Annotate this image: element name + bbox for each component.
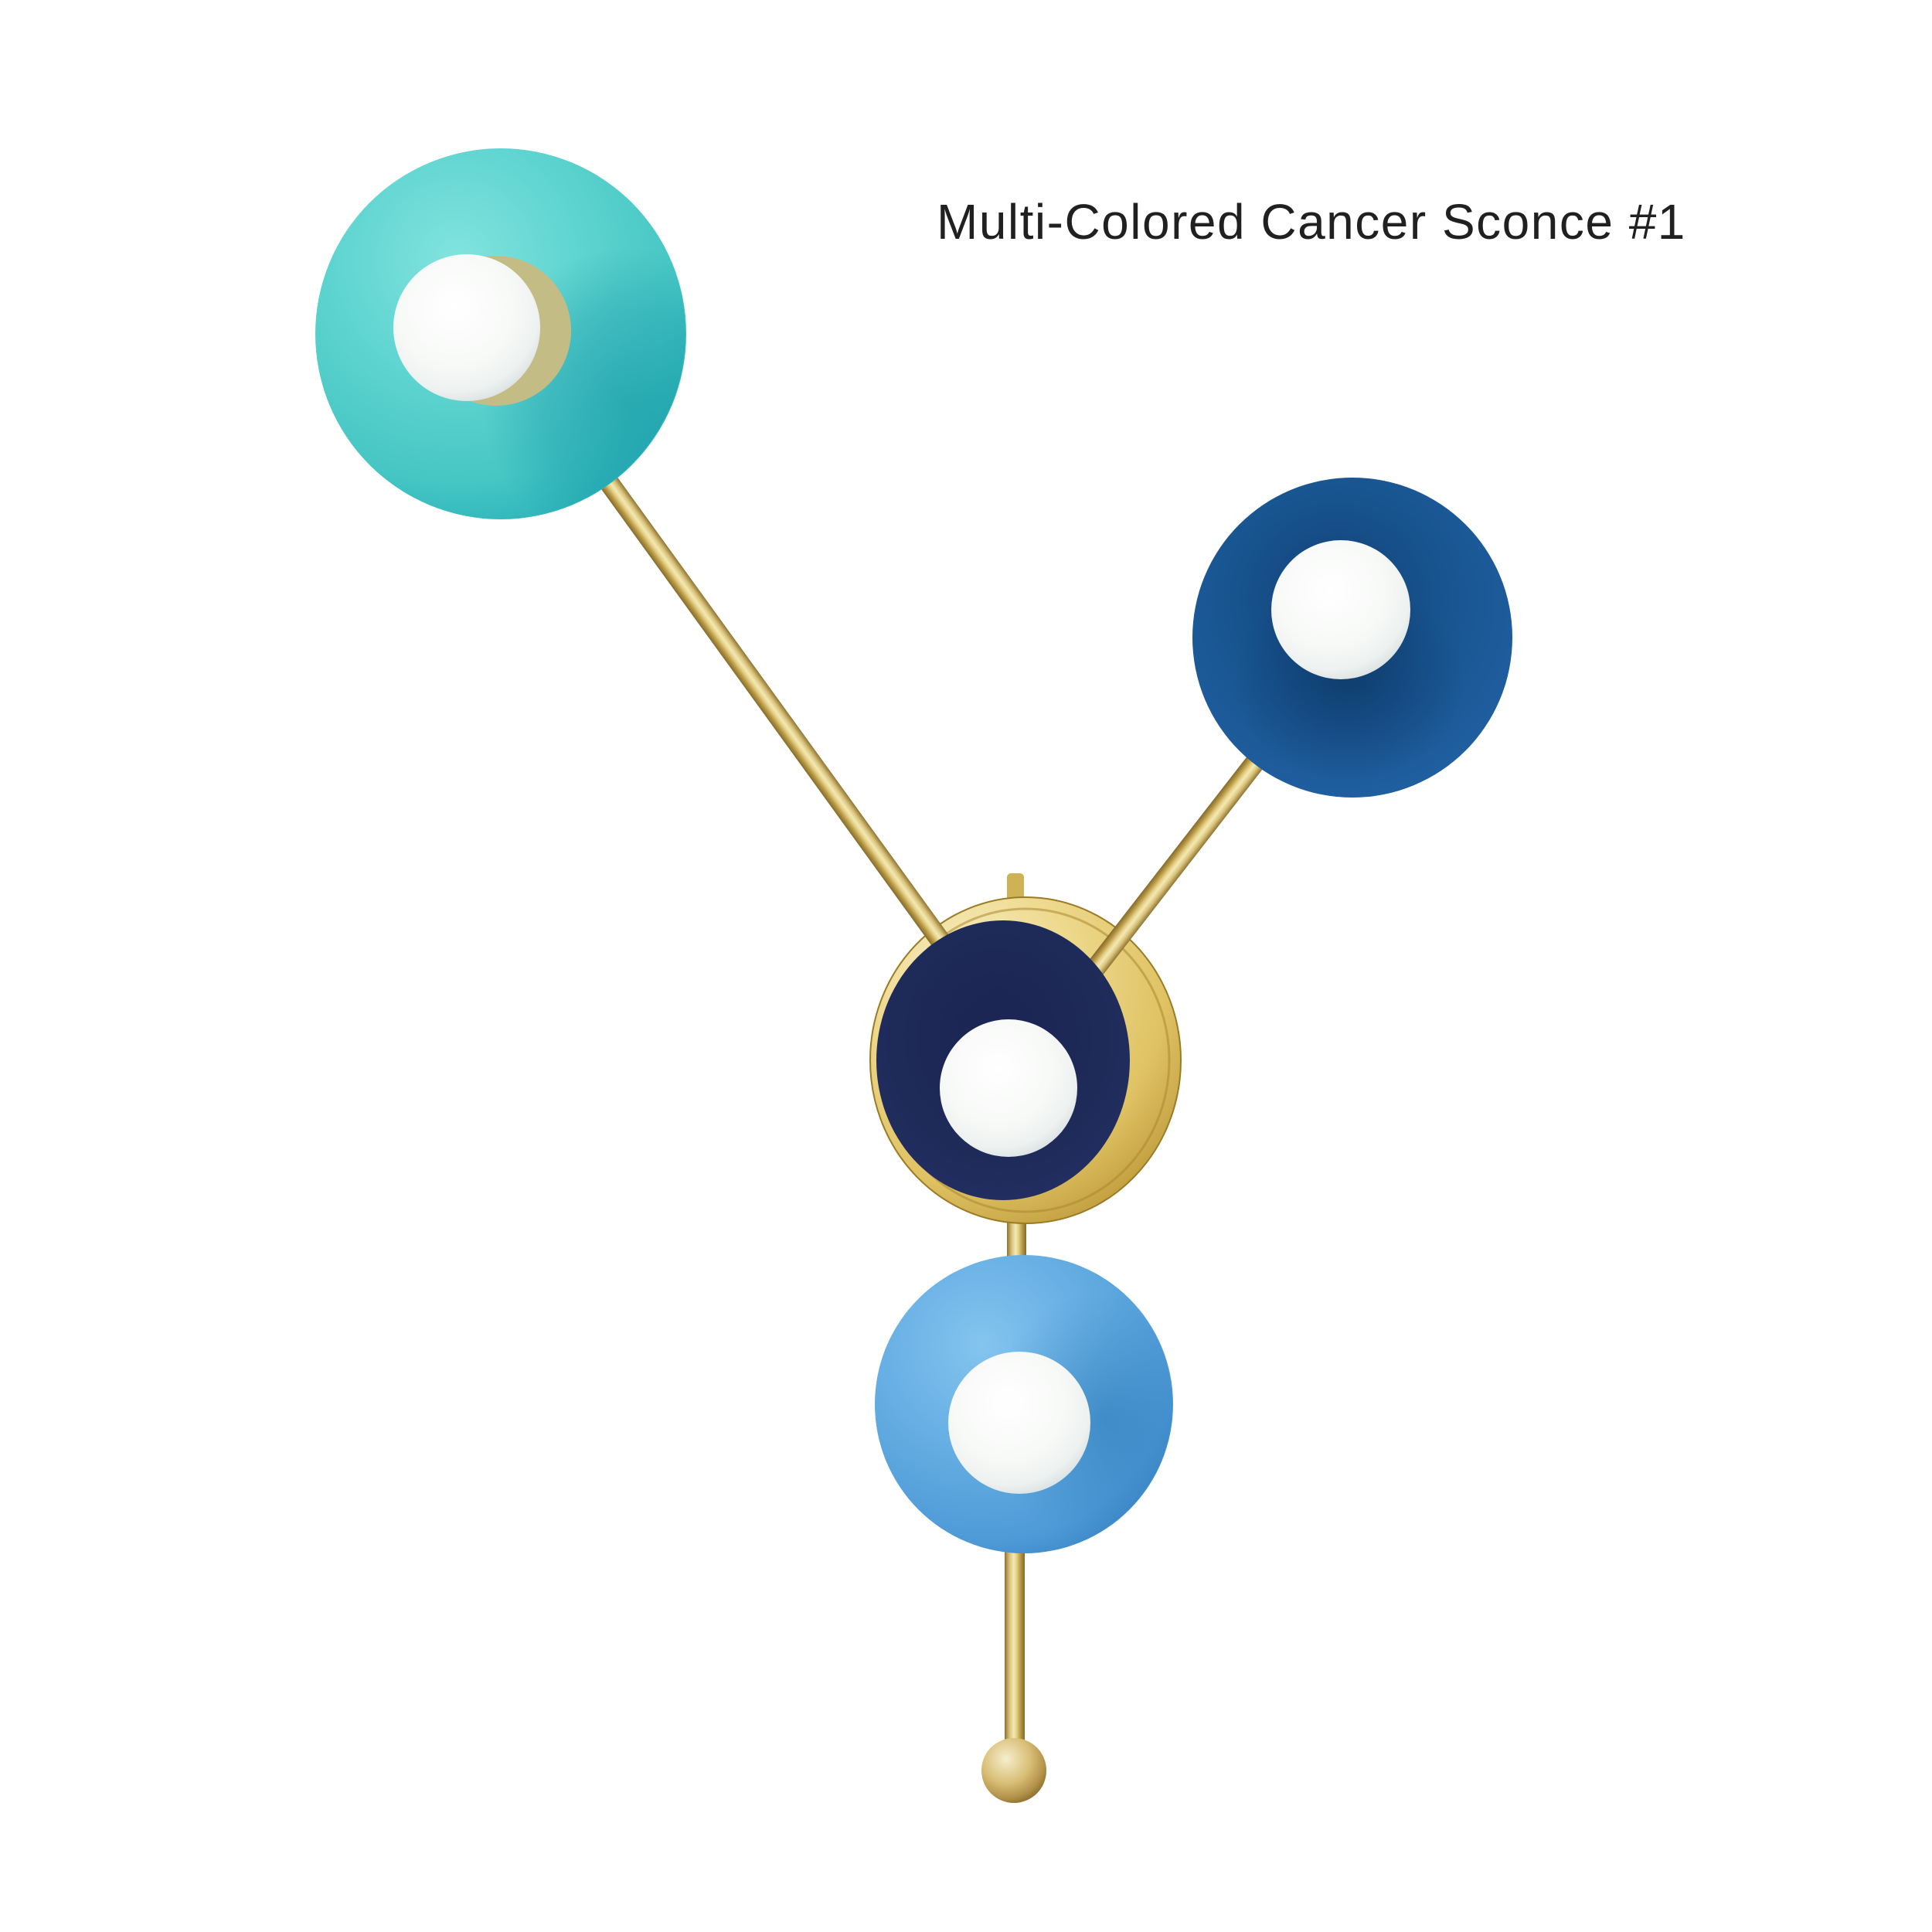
left-arm-group [600, 474, 1036, 1069]
teal-bulb [393, 254, 540, 401]
lower-stem-group [981, 1209, 1046, 1803]
center-shade-group [876, 920, 1130, 1200]
navy-shade-group [1192, 478, 1512, 798]
drop-rod [1005, 1542, 1025, 1750]
navy-bulb [1271, 540, 1410, 679]
teal-shade-group [315, 148, 686, 519]
left-arm-rod [600, 474, 1036, 1069]
blue-bulb [948, 1352, 1090, 1494]
ball-finial [981, 1738, 1046, 1803]
product-title: Multi-Colored Cancer Sconce #1 [937, 194, 1686, 250]
blue-shade-group [875, 1255, 1173, 1553]
center-bulb [940, 1019, 1077, 1157]
backplate-screw [1007, 873, 1024, 904]
